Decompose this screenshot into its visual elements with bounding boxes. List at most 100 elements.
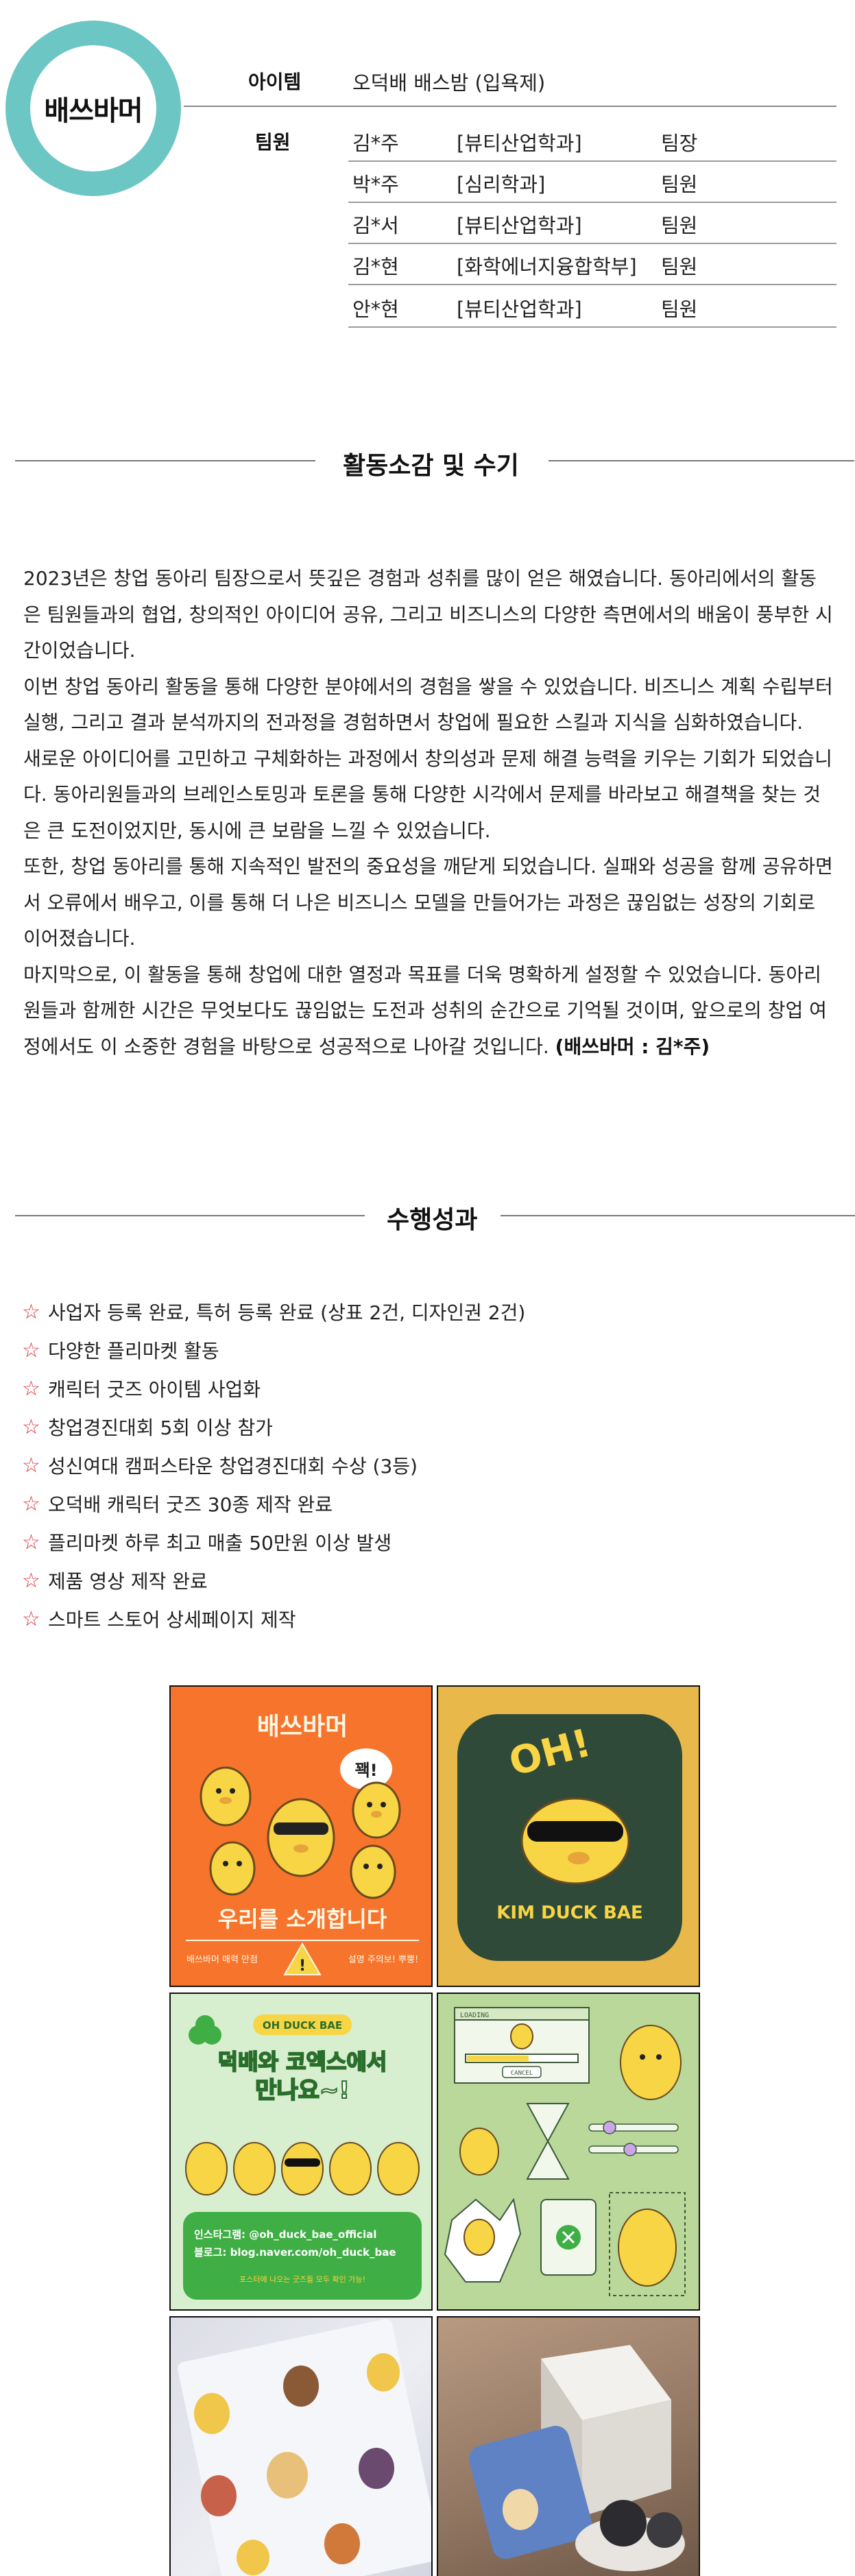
duck-icon bbox=[367, 2353, 400, 2392]
duck-icon bbox=[209, 1841, 256, 1896]
slider-icon bbox=[588, 2121, 679, 2134]
window-title: LOADING bbox=[460, 2012, 489, 2019]
row-divider bbox=[348, 160, 836, 162]
poster1-left-note: 배쓰바머 매력 만점 bbox=[186, 1955, 258, 1965]
duck-icon bbox=[510, 2023, 533, 2049]
review-title: 활동소감 및 수기 bbox=[343, 452, 519, 480]
duck-icon bbox=[324, 2523, 360, 2564]
achievement-item: ☆제품 영상 제작 완료 bbox=[22, 1568, 208, 1593]
row-divider bbox=[348, 326, 836, 328]
achievement-item: ☆다양한 플리마켓 활동 bbox=[22, 1338, 219, 1363]
team-logo-text: 배쓰바머 bbox=[44, 95, 143, 127]
poster1-right-note: 설명 주의보! 뿌뿡! bbox=[348, 1955, 418, 1965]
member-dept: [화학에너지융합학부] bbox=[457, 255, 637, 278]
duck-icon bbox=[267, 1798, 335, 1877]
star-icon: ☆ bbox=[22, 1491, 40, 1516]
speech-bubble bbox=[340, 1748, 392, 1790]
poster1-title: 배쓰바머 bbox=[257, 1713, 348, 1741]
member-name: 김*주 bbox=[352, 132, 399, 155]
duck-icon bbox=[237, 2540, 269, 2575]
section-divider-left bbox=[15, 460, 315, 461]
member-role: 팀장 bbox=[661, 132, 698, 155]
section-divider-right bbox=[501, 1215, 855, 1216]
row-divider bbox=[348, 284, 836, 285]
duck-icon bbox=[459, 2128, 499, 2176]
duck-icon bbox=[194, 2393, 230, 2434]
poster3-line2: 만나요~! bbox=[255, 2077, 350, 2104]
duck-icon bbox=[281, 2142, 324, 2195]
item-value: 오덕배 배스밤 (입욕제) bbox=[352, 71, 546, 95]
poster2-name: KIM DUCK BAE bbox=[496, 1903, 642, 1923]
gallery-image-brand-poster: OH! KIM DUCK BAE bbox=[437, 1685, 700, 1987]
member-role: 팀원 bbox=[661, 214, 698, 237]
hourglass-icon bbox=[526, 2103, 570, 2180]
duck-icon bbox=[233, 2142, 276, 2195]
duck-icon bbox=[618, 2208, 677, 2287]
duck-icon bbox=[620, 2025, 682, 2100]
selection-box bbox=[609, 2192, 686, 2296]
poster3-insta: 인스타그램: @oh_duck_bae_official bbox=[194, 2228, 376, 2241]
product-box bbox=[541, 2345, 671, 2420]
member-name: 김*서 bbox=[352, 214, 399, 237]
duck-icon bbox=[283, 2366, 319, 2407]
gallery-image-coex-poster: OH DUCK BAE 덕배와 코엑스에서 만나요~! 인스타그램: @oh_d… bbox=[169, 1993, 433, 2311]
poster3-footer: 포스터에 나오는 굿즈들 모두 확인 가능! bbox=[239, 2275, 365, 2284]
review-paragraph: 새로운 아이디어를 고민하고 구체화하는 과정에서 창의성과 문제 해결 능력을… bbox=[23, 747, 832, 842]
section-divider-left bbox=[15, 1215, 365, 1216]
achievement-item: ☆사업자 등록 완료, 특허 등록 완료 (상표 2건, 디자인권 2건) bbox=[22, 1299, 526, 1325]
review-signature: (배쓰바머 : 김*주) bbox=[555, 1035, 710, 1058]
star-icon: ☆ bbox=[22, 1530, 40, 1554]
review-paragraph: 이번 창업 동아리 활동을 통해 다양한 분야에서의 경험을 쌓을 수 있었습니… bbox=[23, 675, 833, 734]
printed-cloth bbox=[469, 2425, 592, 2560]
star-icon: ☆ bbox=[22, 1453, 40, 1478]
duck-icon bbox=[200, 1766, 252, 1827]
gallery-image-sticker-sheet: LOADING CANCEL bbox=[437, 1993, 700, 2311]
cancel-label: CANCEL bbox=[511, 2070, 533, 2077]
gallery-photo-stickers bbox=[169, 2316, 433, 2576]
sticker-sheet bbox=[178, 2319, 431, 2576]
header-divider bbox=[184, 106, 836, 107]
review-paragraph-last: 마지막으로, 이 활동을 통해 창업에 대한 열정과 목표를 더욱 명확하게 설… bbox=[23, 957, 834, 1066]
achievement-item: ☆캐릭터 굿즈 아이템 사업화 bbox=[22, 1376, 261, 1401]
close-icon bbox=[556, 2225, 581, 2250]
achievement-item: ☆성신여대 캠퍼스타운 창업경진대회 수상 (3등) bbox=[22, 1453, 418, 1478]
info-panel bbox=[183, 2212, 422, 2300]
gallery-photo-product bbox=[437, 2316, 700, 2576]
duck-icon bbox=[201, 2475, 237, 2516]
duck-icon bbox=[377, 2142, 420, 2195]
poster3-badge: OH DUCK BAE bbox=[263, 2019, 342, 2032]
star-icon: ☆ bbox=[22, 1299, 40, 1324]
team-label: 팀원 bbox=[255, 131, 291, 154]
member-role: 팀원 bbox=[661, 255, 698, 278]
duck-icon bbox=[350, 1844, 396, 1899]
duck-icon bbox=[520, 1797, 630, 1885]
bath-bomb-icon bbox=[600, 2500, 647, 2547]
member-dept: [뷰티산업학과] bbox=[457, 214, 582, 237]
review-body: 2023년은 창업 동아리 팀장으로서 뜻깊은 경험과 성취를 많이 얻은 해였… bbox=[23, 561, 834, 1065]
member-name: 안*현 bbox=[352, 298, 399, 321]
duck-icon bbox=[185, 2142, 228, 2195]
review-paragraph: 마지막으로, 이 활동을 통해 창업에 대한 열정과 목표를 더욱 명확하게 설… bbox=[23, 963, 827, 1058]
svg-text:!: ! bbox=[299, 1958, 306, 1975]
duck-icon bbox=[503, 2489, 538, 2530]
member-dept: [뷰티산업학과] bbox=[457, 132, 582, 155]
duck-icon bbox=[359, 2448, 394, 2489]
badge bbox=[253, 2014, 352, 2035]
bath-bomb-icon bbox=[647, 2512, 682, 2548]
gallery-image-intro-poster: 배쓰바머 꽥! 우리를 소개합니다 배쓰바머 매력 만점 ! 설명 주의보! 뿌… bbox=[169, 1685, 433, 1987]
clover-icon bbox=[189, 2015, 221, 2045]
star-icon: ☆ bbox=[22, 1606, 40, 1631]
member-name: 박*주 bbox=[352, 173, 399, 196]
review-paragraph: 또한, 창업 동아리를 통해 지속적인 발전의 중요성을 깨닫게 되었습니다. … bbox=[23, 855, 833, 950]
row-divider bbox=[348, 202, 836, 203]
cancel-button bbox=[502, 2066, 542, 2078]
poster3-blog: 블로그: blog.naver.com/oh_duck_bae bbox=[194, 2246, 396, 2259]
achievements-title: 수행성과 bbox=[387, 1206, 478, 1234]
duck-icon bbox=[463, 2219, 495, 2256]
achievement-list: ☆사업자 등록 완료, 특허 등록 완료 (상표 2건, 디자인권 2건) ☆다… bbox=[22, 1292, 810, 1638]
duck-icon bbox=[352, 1781, 401, 1839]
poster3-line1: 덕배와 코엑스에서 bbox=[218, 2049, 387, 2075]
bubble-text: 꽥! bbox=[354, 1761, 377, 1780]
poster1-subtitle: 우리를 소개합니다 bbox=[218, 1906, 387, 1932]
member-role: 팀원 bbox=[661, 173, 698, 196]
